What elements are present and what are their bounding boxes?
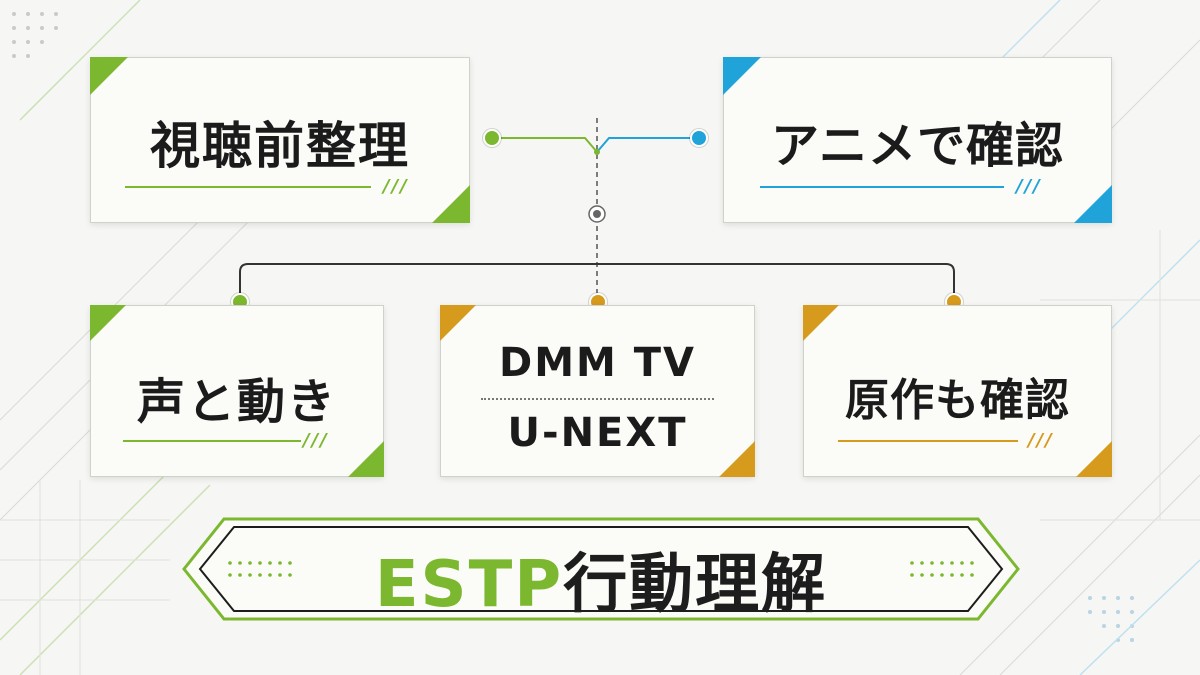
banner-title-estp: ESTP bbox=[374, 548, 564, 622]
connector-dot-top-right bbox=[690, 129, 708, 147]
banner-frame bbox=[182, 517, 1020, 621]
service-divider bbox=[481, 398, 714, 400]
hatch-marks: /// bbox=[1016, 176, 1042, 197]
card-label: 原作も確認 bbox=[845, 375, 1070, 426]
banner-title-behavior: 行動理解 bbox=[563, 548, 828, 622]
service-dmm-tv: DMM TV bbox=[499, 340, 696, 386]
card-label: 声と動き bbox=[136, 374, 337, 430]
service-u-next: U-NEXT bbox=[507, 410, 688, 456]
card-underline bbox=[123, 440, 301, 442]
hatch-marks: /// bbox=[303, 430, 329, 451]
card-underline bbox=[760, 186, 1004, 188]
connector-dot-top-left bbox=[483, 129, 501, 147]
card-label: 視聴前整理 bbox=[150, 117, 410, 175]
card-pre-viewing-organize: 視聴前整理 /// bbox=[90, 57, 470, 223]
card-label: アニメで確認 bbox=[770, 118, 1065, 174]
card-confirm-with-anime: アニメで確認 /// bbox=[723, 57, 1112, 223]
dot-grid-bottom-right bbox=[1088, 596, 1134, 642]
title-banner: ESTP行動理解 bbox=[180, 515, 1022, 623]
dot-grid-top-left bbox=[12, 12, 58, 58]
grid-lines bbox=[0, 230, 1200, 675]
hatch-marks: /// bbox=[1028, 430, 1054, 451]
card-voice-and-motion: 声と動き /// bbox=[90, 305, 384, 477]
card-underline bbox=[838, 440, 1018, 442]
card-confirm-original: 原作も確認 /// bbox=[803, 305, 1112, 477]
card-underline bbox=[125, 186, 371, 188]
hatch-marks: /// bbox=[383, 176, 409, 197]
card-streaming-services: DMM TV U-NEXT bbox=[440, 305, 755, 477]
banner-title: ESTP行動理解 bbox=[180, 533, 1022, 625]
